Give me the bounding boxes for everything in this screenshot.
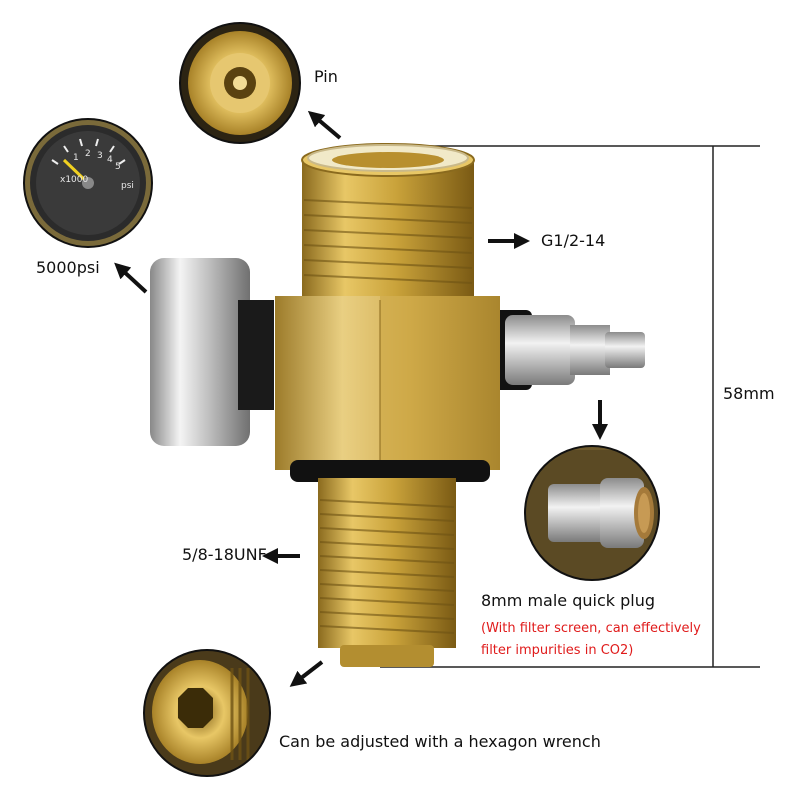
quick-plug-label: 8mm male quick plug bbox=[481, 591, 655, 610]
gauge-housing bbox=[150, 258, 274, 446]
pin-label: Pin bbox=[314, 67, 338, 86]
quick-plug-inset bbox=[524, 445, 660, 581]
gauge-tick-label: 3 bbox=[97, 151, 103, 161]
dimension-label: 58mm bbox=[723, 384, 775, 403]
gauge-tick-label: 5 bbox=[115, 162, 121, 172]
gauge-pressure-label: 5000psi bbox=[36, 258, 100, 277]
filter-note-line-1: (With filter screen, can effectively bbox=[481, 621, 701, 636]
gauge-arrow bbox=[114, 262, 148, 294]
gauge-tick-label: 4 bbox=[107, 155, 113, 165]
quick-plug bbox=[490, 310, 645, 390]
gauge-multiplier-text: x1000 bbox=[60, 175, 89, 185]
dimension-line bbox=[380, 145, 760, 668]
pin-inset bbox=[179, 22, 301, 144]
hex-arrow bbox=[289, 660, 324, 687]
gauge-tick-label: 2 bbox=[85, 149, 91, 159]
arrows bbox=[114, 110, 608, 687]
hex-wrench-label: Can be adjusted with a hexagon wrench bbox=[279, 732, 601, 751]
pin-arrow bbox=[307, 110, 342, 140]
bottom-thread bbox=[318, 478, 456, 667]
top-thread-label: G1/2-14 bbox=[541, 231, 606, 250]
hex-body bbox=[275, 296, 500, 482]
filter-note-line-2: filter impurities in CO2) bbox=[481, 643, 634, 658]
hex-inset bbox=[143, 649, 271, 777]
gauge-tick-label: 1 bbox=[73, 153, 79, 163]
gauge-unit-text: psi bbox=[121, 181, 134, 191]
top-thread bbox=[301, 143, 475, 300]
gauge-inset: x1000 psi 1 2 3 4 5 bbox=[23, 118, 153, 248]
bottom-thread-label: 5/8-18UNF bbox=[182, 545, 267, 564]
